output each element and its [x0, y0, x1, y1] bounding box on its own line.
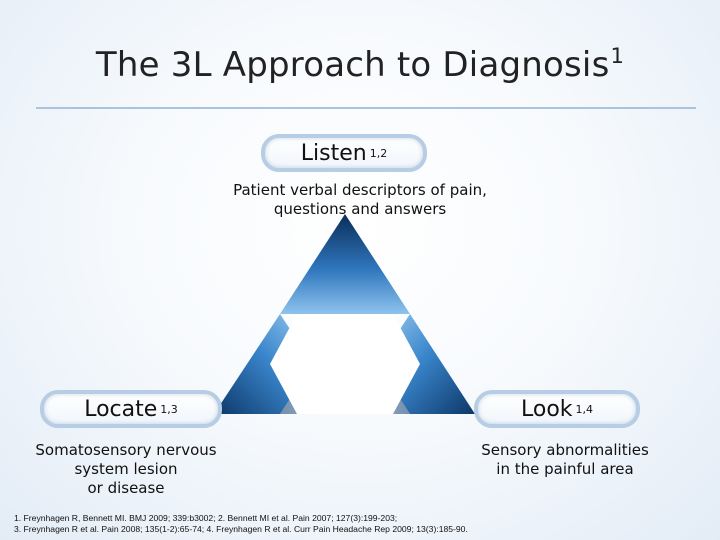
listen-description: Patient verbal descriptors of pain, ques… [200, 181, 520, 219]
triangle-top-segment [280, 214, 410, 314]
reference-line: 1. Freynhagen R, Bennett MI. BMJ 2009; 3… [14, 513, 398, 523]
locate-description: Somatosensory nervous system lesion or d… [20, 441, 232, 498]
look-description-line: in the painful area [496, 460, 634, 478]
listen-label: Listen [300, 140, 367, 166]
slide-title-text: The 3L Approach to Diagnosis [95, 45, 610, 85]
locate-label: Locate [84, 396, 158, 422]
listen-description-line: Patient verbal descriptors of pain, [233, 181, 487, 199]
references: 1. Freynhagen R, Bennett MI. BMJ 2009; 3… [14, 513, 468, 535]
look-description-line: Sensory abnormalities [481, 441, 649, 459]
slide-title-superscript: 1 [610, 44, 625, 68]
title-divider [36, 107, 696, 109]
look-description: Sensory abnormalities in the painful are… [470, 441, 660, 479]
look-superscript: 1,4 [575, 402, 594, 416]
look-label: Look [520, 396, 573, 422]
reference-line: 3. Freynhagen R et al. Pain 2008; 135(1-… [14, 524, 468, 534]
slide-title: The 3L Approach to Diagnosis1 [0, 44, 720, 85]
listen-description-line: questions and answers [273, 200, 447, 218]
locate-description-line: Somatosensory nervous [35, 441, 217, 459]
locate-description-line: system lesion [74, 460, 178, 478]
locate-superscript: 1,3 [160, 402, 178, 416]
listen-superscript: 1,2 [369, 146, 388, 160]
locate-description-line: or disease [87, 479, 165, 497]
triangle-center-hole [270, 314, 420, 414]
